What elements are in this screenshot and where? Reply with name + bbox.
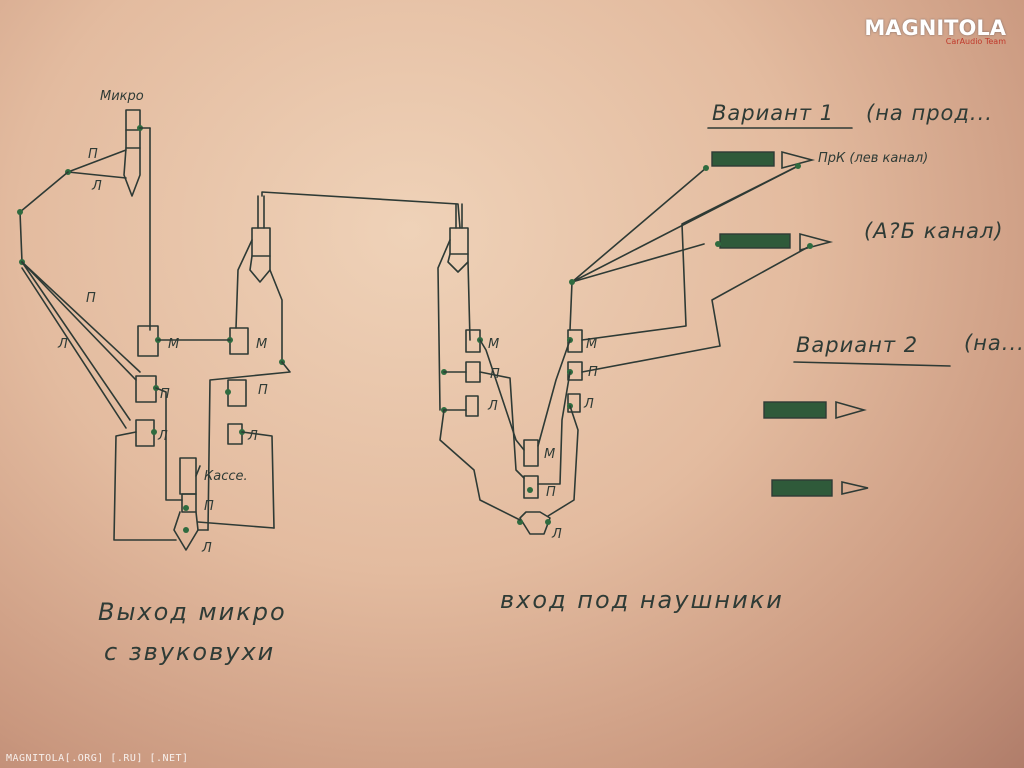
left-block: Микро П Л П Л М П — [17, 89, 291, 666]
svg-text:М: М — [256, 337, 267, 352]
svg-text:М: М — [168, 337, 179, 352]
magnitola-logo: MAGNITOLA CarAudio Team — [864, 16, 1006, 46]
mic-left-label: Л — [91, 179, 102, 194]
cassette-connector: Кассе. П Л — [173, 457, 248, 556]
right-split-node — [569, 279, 575, 285]
svg-text:Л: Л — [551, 527, 562, 542]
side-plus-label: П — [86, 291, 96, 306]
right-connector-column-2: М П Л — [567, 329, 598, 413]
right-top-plug — [447, 203, 469, 273]
headphone-input-plug: М П Л — [517, 439, 562, 542]
right-block: М П Л М П Л М П — [437, 165, 811, 614]
variant1-title-note: (на прод... — [866, 101, 993, 125]
variant2-title: Вариант 2 — [796, 333, 918, 357]
svg-text:М: М — [586, 337, 597, 352]
svg-text:П: П — [160, 387, 170, 402]
svg-text:М: М — [488, 337, 499, 352]
variant2-plug-1 — [763, 400, 867, 420]
variant1-channel2-label: (А?Б канал) — [864, 219, 1004, 243]
svg-text:П: П — [546, 485, 556, 500]
left-caption-line1: Выход микро — [98, 598, 287, 626]
logo-text: MAGNITOLA — [864, 16, 1006, 40]
svg-text:П: П — [204, 499, 214, 514]
left-caption-line2: с звуковухи — [104, 638, 275, 666]
variant1-plug-1 — [703, 150, 816, 171]
svg-text:Л: Л — [583, 397, 594, 412]
variant2-plug-2 — [771, 479, 869, 497]
svg-text:Л: Л — [247, 429, 258, 444]
mic-jack-connector — [123, 109, 141, 197]
variant1-block: Вариант 1 (на прод... ПрК (лев канал) (А… — [703, 101, 1004, 252]
side-node-upper — [17, 209, 23, 215]
variant1-channel1-label: ПрК (лев канал) — [818, 151, 928, 166]
variant1-title: Вариант 1 — [712, 101, 834, 125]
right-connector-column-1: М П Л — [441, 329, 500, 417]
logo-tagline: CarAudio Team — [945, 37, 1006, 46]
mic-plus-label: П — [88, 147, 98, 162]
right-caption: вход под наушники — [500, 586, 784, 614]
cassette-label: Кассе. — [204, 469, 248, 484]
variant2-title-note: (на... — [964, 331, 1024, 355]
svg-text:П: П — [258, 383, 268, 398]
mic-label: Микро — [100, 89, 144, 104]
variant1-plug-2 — [715, 232, 834, 252]
site-watermark: MAGNITOLA[.ORG] [.RU] [.NET] — [6, 753, 189, 764]
svg-text:П: П — [588, 365, 598, 380]
left-connector-column-1: М П Л — [135, 325, 179, 447]
left-connector-column-2: М П Л — [225, 327, 268, 445]
left-top-plug — [249, 195, 271, 283]
svg-text:Л: Л — [157, 429, 168, 444]
svg-text:Л: Л — [201, 541, 212, 556]
variant2-block: Вариант 2 (на... — [763, 331, 1024, 497]
svg-text:Л: Л — [487, 399, 498, 414]
svg-text:М: М — [544, 447, 555, 462]
side-left-label: Л — [57, 337, 68, 352]
bridge-wire — [261, 191, 461, 229]
